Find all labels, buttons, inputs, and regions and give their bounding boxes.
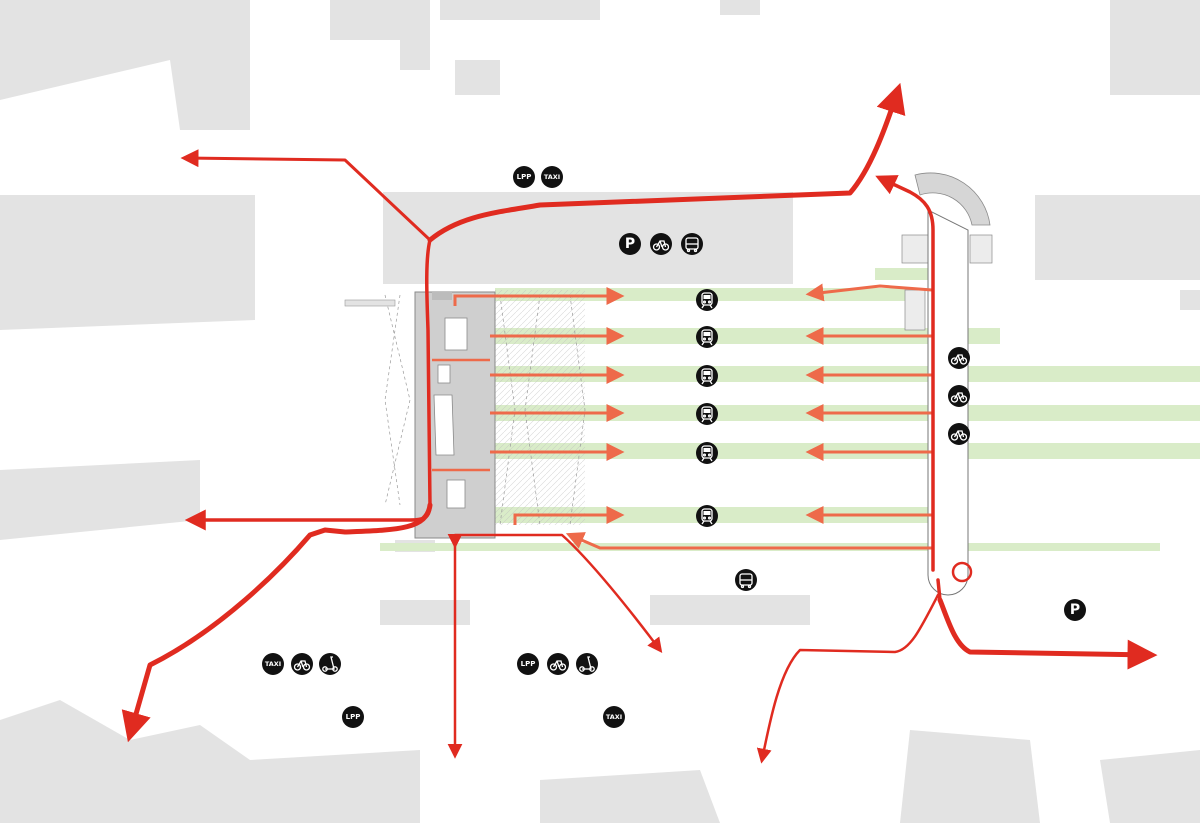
building [900,730,1040,823]
bike-icon [948,347,970,369]
stair [433,394,455,456]
train-icon [696,289,718,311]
taxi-label: TAXI [544,173,560,181]
arrow-to-platform-6 [513,506,625,525]
tower-block [901,234,931,264]
lpp-badge: LPP [513,166,535,188]
building [455,60,500,95]
taxi-label: TAXI [265,660,281,668]
train-icon [696,505,718,527]
route-east-corridor [875,175,935,572]
parking-icon: P [619,233,641,255]
route-south-far [756,593,940,764]
parking-label: P [625,236,635,252]
building [0,460,200,540]
parking-icon: P [1064,599,1086,621]
building [540,770,720,823]
canopy-lines [384,294,586,526]
building [0,0,250,130]
route-link [936,578,942,602]
building [0,700,420,823]
route-south-east [453,533,663,653]
footbridge [344,299,396,307]
building [1035,195,1200,280]
tower-block [904,289,926,331]
lpp-badge: LPP [517,653,539,675]
stair [437,364,451,384]
route-north-east [427,82,906,243]
lpp-label: LPP [521,660,536,668]
primary-routes [121,82,1158,764]
turnaround [951,561,973,583]
bike-icon [948,423,970,445]
building [650,595,810,625]
building [440,0,600,20]
parking-label: P [1070,602,1080,618]
taxi-badge: TAXI [603,706,625,728]
platform-access-arrows [432,283,933,550]
bike-icon [291,653,313,675]
train-icon [696,365,718,387]
route-east-parking [937,597,1158,670]
bike-icon [650,233,672,255]
bike-icon [948,385,970,407]
lpp-label: LPP [517,173,532,181]
hall-connector [432,358,490,472]
tower-block [969,234,993,264]
train-icon [696,403,718,425]
entrance [432,292,452,300]
building [1100,750,1200,823]
scooter-icon [576,653,598,675]
building [720,0,760,15]
bus-icon [681,233,703,255]
arrow-south-passage [565,532,932,550]
bike-icon [547,653,569,675]
building [330,0,430,70]
bus-icon [735,569,757,591]
arrow-to-platform-1 [453,287,625,306]
train-icon [696,326,718,348]
underpass-structure [495,290,585,525]
stair [444,317,468,351]
building [380,600,470,625]
east-tower [901,172,993,596]
station-building [383,192,793,284]
spiral-ramp [914,172,991,226]
building [0,195,255,330]
taxi-badge: TAXI [541,166,563,188]
building [1110,0,1200,95]
route-south-west [121,502,433,743]
arrow-from-east-1 [805,283,933,302]
stair [446,479,466,509]
taxi-label: TAXI [606,713,622,721]
scooter-icon [319,653,341,675]
mobility-badges: LPP TAXI P P TAXI LPP LPP TAXI [262,166,1086,728]
building [1180,290,1200,310]
lpp-label: LPP [346,713,361,721]
lpp-badge: LPP [342,706,364,728]
train-icon [696,442,718,464]
taxi-badge: TAXI [262,653,284,675]
route-north-west [180,149,432,242]
